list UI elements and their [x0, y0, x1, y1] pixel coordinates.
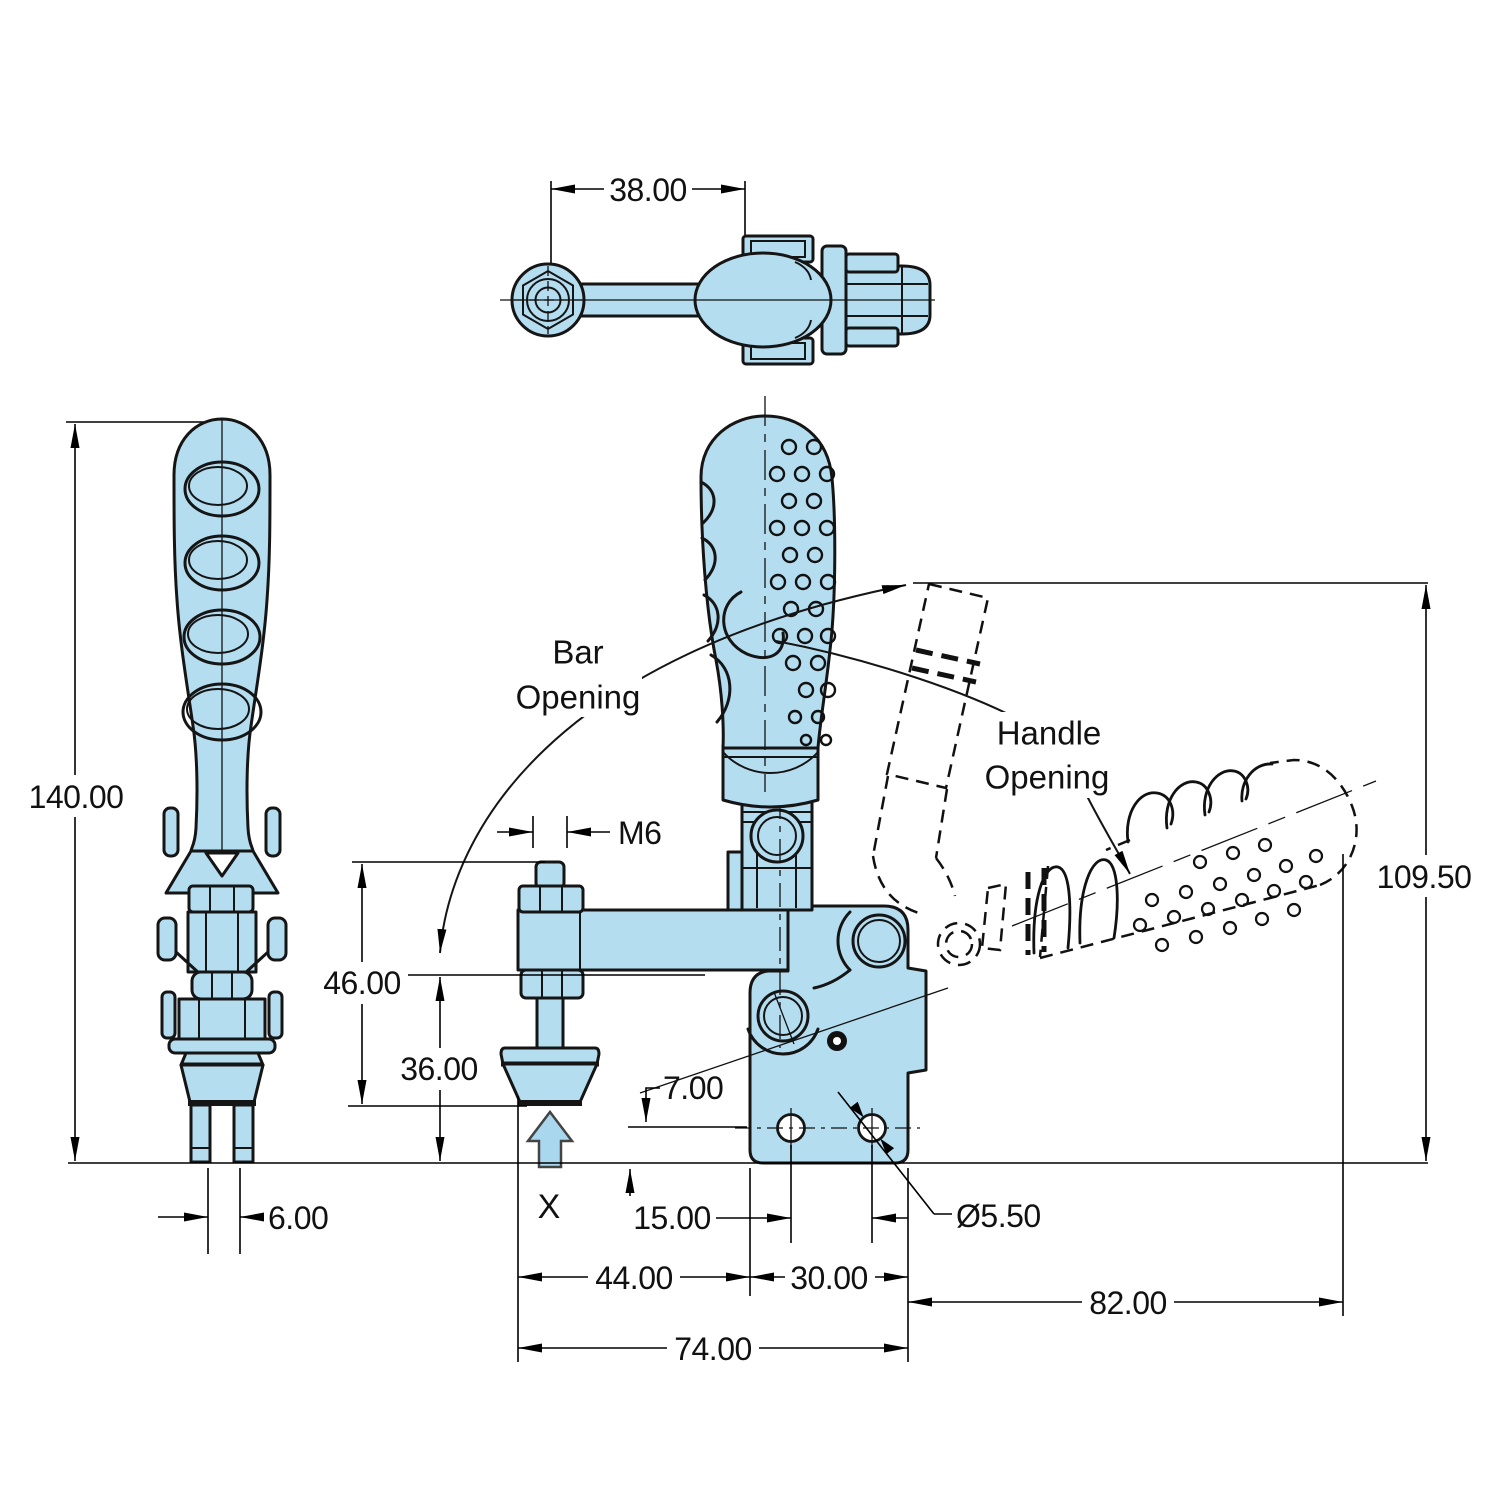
dimension-hole-edge-offset: 7.00	[625, 1070, 747, 1196]
dimension-hole-spacing: 15.00	[630, 1145, 908, 1243]
dim-dia-text: Ø5.50	[956, 1198, 1041, 1234]
side-neck-tab-left	[162, 806, 180, 858]
dim-82-text: 82.00	[1089, 1285, 1167, 1321]
dimension-hole-diameter: Ø5.50	[837, 1091, 1041, 1234]
dim-46-text: 46.00	[323, 965, 401, 1001]
dim-140-text: 140.00	[29, 779, 124, 815]
side-grip-ovals	[181, 460, 263, 742]
dimension-spindle-thread: M6	[497, 815, 662, 851]
top-pivot-boss-upper	[844, 252, 900, 274]
dimension-top-width: 38.00	[550, 167, 746, 303]
dim-15-text: 15.00	[633, 1200, 711, 1236]
side-prong-left	[189, 1103, 212, 1164]
dim-44-text: 44.00	[595, 1260, 673, 1296]
open-pivot-circle	[936, 921, 982, 967]
front-arm-bar	[516, 908, 790, 972]
side-tab-left	[156, 916, 178, 962]
bar-opening-arc	[437, 584, 907, 954]
dimension-overall-height: 140.00	[29, 421, 232, 1161]
side-tab2-left	[160, 990, 177, 1040]
front-rubber-foot	[501, 1062, 599, 1104]
bar-opening-label-1: Bar	[552, 634, 603, 671]
handle-opening-label-2: Opening	[985, 759, 1110, 796]
dim-74-text: 74.00	[674, 1331, 752, 1367]
open-handle-centerline	[1011, 780, 1377, 927]
side-view: 140.00	[29, 417, 329, 1254]
top-view: 38.00	[500, 167, 935, 366]
bar-opening-label-2: Opening	[516, 679, 641, 716]
dim-m6-text: M6	[618, 815, 661, 851]
clamp-force-arrow	[525, 1109, 575, 1169]
open-grip-dots	[1132, 837, 1324, 953]
front-pivot-hole	[851, 913, 907, 969]
side-tab2-right	[267, 990, 284, 1040]
side-lower-block	[177, 997, 267, 1041]
front-handle-grip	[699, 414, 837, 750]
handle-opening-label-1: Handle	[997, 715, 1102, 752]
dim-109-text: 109.50	[1377, 859, 1472, 895]
dimension-open-handle-height: 109.50	[913, 582, 1480, 1161]
handle-opening-leader-1	[775, 640, 1009, 715]
dimension-open-handle-reach: 82.00	[908, 854, 1344, 1322]
dimension-bar-closed-height: 36.00	[396, 977, 484, 1161]
front-lever-step	[726, 850, 744, 912]
force-reference-label: X	[538, 1188, 561, 1226]
front-grip-collar	[721, 744, 820, 809]
front-hex-nut-upper	[517, 884, 585, 914]
side-prong-right	[232, 1103, 255, 1164]
top-pivot-boss-lower	[844, 326, 900, 348]
dimension-bottom-chain: 44.00 30.00 74.00	[517, 1096, 909, 1368]
handle-opening-leader-2	[1085, 793, 1131, 875]
side-link-block	[186, 910, 258, 974]
side-hex-nut-upper	[187, 884, 255, 914]
front-spindle-stud	[534, 860, 566, 890]
annotations: Bar Opening Handle Opening M6 46.00	[68, 582, 1480, 1368]
dim-30-text: 30.00	[790, 1260, 868, 1296]
front-view: X	[499, 396, 949, 1226]
side-hex-nut-lower	[190, 970, 254, 1001]
dimension-prong-gap: 6.00	[158, 1168, 329, 1254]
dim-7-text: 7.00	[663, 1070, 723, 1106]
front-spindle-rod	[535, 996, 565, 1050]
side-foot	[179, 1063, 265, 1104]
dim-38-text: 38.00	[609, 172, 687, 208]
side-tab-right	[266, 916, 288, 962]
dim-36-text: 36.00	[400, 1051, 478, 1087]
side-flange	[167, 1037, 277, 1055]
side-neck-tab-right	[264, 806, 282, 858]
open-position-dashed	[871, 582, 1377, 967]
dim-6-text: 6.00	[268, 1200, 328, 1236]
